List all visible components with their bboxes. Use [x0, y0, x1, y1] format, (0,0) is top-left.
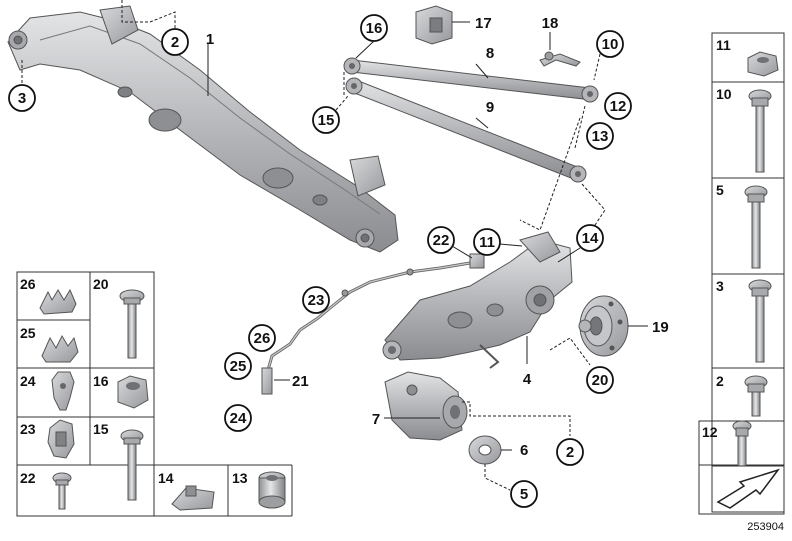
cell-13: 13 — [232, 470, 286, 509]
svg-text:3: 3 — [18, 90, 26, 107]
callout-22: 22 — [427, 226, 455, 254]
svg-text:23: 23 — [20, 421, 36, 437]
svg-text:14: 14 — [582, 230, 599, 247]
callout-5-diagram: 5 — [510, 480, 538, 508]
cell-11: 11 — [716, 37, 779, 77]
label-18: 18 — [542, 15, 559, 32]
cell-14: 14 — [158, 470, 215, 511]
rubber-stop-part — [415, 5, 453, 45]
svg-text:10: 10 — [602, 36, 619, 53]
label-21: 21 — [292, 373, 309, 390]
label-4: 4 — [523, 371, 532, 388]
wheel-hub — [578, 295, 629, 357]
cell-20: 20 — [93, 276, 145, 359]
label-6: 6 — [520, 442, 528, 459]
label-19: 19 — [652, 319, 669, 336]
clip-part — [539, 51, 581, 67]
callout-16: 16 — [360, 14, 388, 42]
wheel-carrier — [382, 231, 573, 369]
svg-text:24: 24 — [20, 373, 36, 389]
reference-number: 253904 — [747, 521, 784, 533]
cell-22: 22 — [20, 470, 72, 510]
callout-15: 15 — [312, 106, 340, 134]
cell-26: 26 — [20, 276, 77, 315]
callout-2-top: 2 — [161, 28, 189, 56]
cell-2: 2 — [716, 373, 768, 417]
direction-arrow-icon — [711, 465, 785, 513]
svg-text:10: 10 — [716, 86, 732, 102]
svg-text:22: 22 — [433, 232, 450, 249]
callout-3: 3 — [8, 84, 36, 112]
callout-14: 14 — [576, 224, 604, 252]
svg-text:23: 23 — [308, 292, 325, 309]
cell-23: 23 — [20, 419, 75, 459]
upper-control-arm — [343, 57, 599, 103]
washer-disk — [468, 435, 502, 465]
cell-15: 15 — [93, 421, 144, 501]
svg-text:15: 15 — [318, 112, 335, 129]
svg-text:22: 22 — [20, 470, 36, 486]
svg-text:13: 13 — [232, 470, 248, 486]
rear-axle-subframe — [7, 5, 399, 253]
cell-25: 25 — [20, 325, 79, 363]
svg-text:5: 5 — [520, 486, 528, 503]
callout-10: 10 — [596, 30, 624, 58]
cell-5: 5 — [716, 182, 768, 269]
svg-text:11: 11 — [716, 37, 731, 53]
rubber-mount — [384, 371, 468, 441]
svg-text:3: 3 — [716, 278, 724, 294]
cell-16: 16 — [93, 373, 149, 409]
svg-text:25: 25 — [20, 325, 36, 341]
svg-text:14: 14 — [158, 470, 174, 486]
callout-25-diagram: 25 — [224, 352, 252, 380]
svg-text:2: 2 — [566, 444, 574, 461]
label-9: 9 — [486, 99, 494, 116]
svg-text:25: 25 — [230, 358, 247, 375]
label-8: 8 — [486, 45, 494, 62]
cell-24: 24 — [20, 371, 75, 411]
svg-text:16: 16 — [366, 20, 383, 37]
svg-text:11: 11 — [479, 234, 495, 251]
wheel-speed-sensor-cable — [261, 253, 485, 395]
cell-3: 3 — [716, 278, 772, 363]
callout-12: 12 — [604, 92, 632, 120]
svg-text:20: 20 — [93, 276, 109, 292]
svg-text:5: 5 — [716, 182, 724, 198]
svg-text:15: 15 — [93, 421, 109, 437]
svg-text:12: 12 — [702, 424, 718, 440]
lower-control-arm — [345, 77, 587, 183]
svg-text:20: 20 — [592, 372, 609, 389]
callout-20-diagram: 20 — [586, 366, 614, 394]
svg-text:16: 16 — [93, 373, 109, 389]
svg-text:2: 2 — [171, 34, 179, 51]
svg-text:26: 26 — [254, 330, 271, 347]
callout-26-diagram: 26 — [248, 324, 276, 352]
callout-2-bottom: 2 — [556, 438, 584, 466]
label-1: 1 — [206, 31, 214, 48]
svg-text:12: 12 — [610, 98, 627, 115]
svg-text:2: 2 — [716, 373, 724, 389]
callout-23: 23 — [302, 286, 330, 314]
parts-grid-left — [16, 271, 293, 517]
svg-text:13: 13 — [592, 128, 609, 145]
cell-10: 10 — [716, 86, 772, 173]
svg-text:26: 26 — [20, 276, 36, 292]
svg-text:24: 24 — [230, 410, 247, 427]
label-17: 17 — [475, 15, 492, 32]
callout-11: 11 — [473, 228, 501, 256]
label-7: 7 — [372, 411, 380, 428]
callout-24-diagram: 24 — [224, 404, 252, 432]
callout-13: 13 — [586, 122, 614, 150]
